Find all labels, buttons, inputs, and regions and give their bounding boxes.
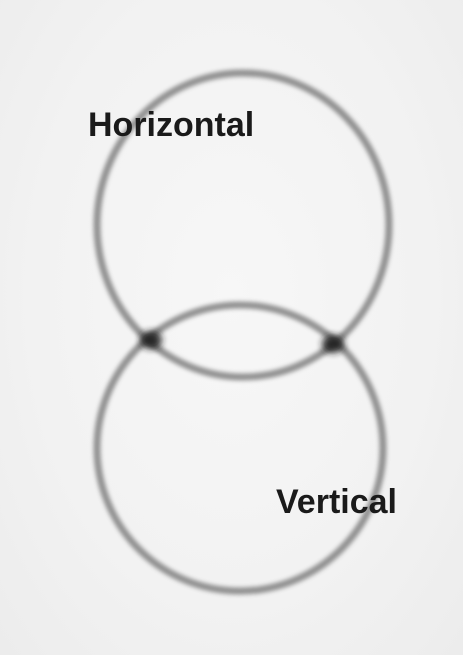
horizontal-label: Horizontal — [88, 106, 255, 144]
crossing-point-right — [322, 335, 344, 353]
vertical-label: Vertical — [276, 483, 397, 521]
horizontal-ring — [93, 69, 393, 381]
vertical-ring — [93, 301, 387, 595]
crossing-point-left — [140, 331, 162, 349]
